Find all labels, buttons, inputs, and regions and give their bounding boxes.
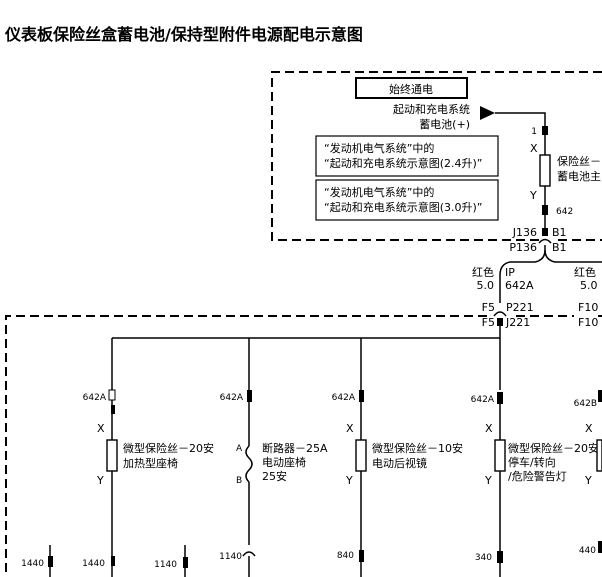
branch-3-x: X [346,422,354,435]
ref-1-line-2: “起动和充电系统示意图(2.4升)” [324,156,482,170]
page-title: 仪表板保险丝盒蓄电池/保持型附件电源配电示意图 [4,25,363,44]
splice-1140: 1140 [154,560,177,570]
main-fuse-icon [539,154,551,187]
branch-1-label-2: 加热型座椅 [123,456,178,470]
fuse-heated-seat-icon [106,439,118,472]
main-fuse-pin: 1 [531,127,537,137]
feed-left-circuit: 642A [505,279,534,292]
branch-1-label-1: 微型保险丝－20安 [123,441,214,455]
branch-3-in: 642A [332,393,356,403]
always-hot-box [355,77,468,99]
feed-right-size: 5.0 [580,279,598,292]
fuse-right-edge-icon [596,439,602,472]
branch-2-a: A [236,444,243,454]
always-hot-label: 始终通电 [389,82,433,96]
branch-heated-seat: 642A X 微型保险丝－20安 加热型座椅 Y [83,338,214,577]
ref-2-line-1: “发动机电气系统”中的 [324,185,434,199]
branch-4-in: 642A [471,395,495,405]
branch-4-label-2: 停车/转向 [508,455,556,469]
conn-j136-pin [542,228,548,236]
branch-right-edge: 642B X Y 440 [574,390,602,556]
branch-2-b: B [236,476,242,486]
branch-2-label-1: 断路器－25A [262,441,328,455]
branch-5-in: 642B [574,399,597,409]
branch-1-out: 1440 [82,559,105,569]
branch-4-x: X [485,422,493,435]
f10-bottom: F10 [578,316,598,329]
branch-2-label-3: 25安 [262,469,287,483]
branch-5-x: X [585,422,593,435]
conn-b1-top: B1 [552,226,567,239]
feed-wire-right [544,249,602,263]
fuse-mirror-icon [355,439,367,472]
ref-2-line-2: “起动和充电系统示意图(3.0升)” [324,200,482,214]
feed-left-size: 5.0 [477,279,495,292]
ref-box-2 [315,179,499,221]
conn-p136-arc [538,238,552,244]
lower-enclosure [5,315,487,577]
breaker-icon [245,445,253,483]
battery-arrow-icon [480,106,495,120]
conn-b1-bottom: B1 [552,241,567,254]
branch-3-y: Y [345,474,353,487]
main-fuse-label-1: 保险丝－ [557,154,601,168]
branch-1-in: 642A [83,393,107,403]
branch-mirror: 642A X 微型保险丝－10安 电动后视镜 Y 840 [332,338,463,577]
f5-bottom: F5 [482,316,495,329]
branch-3-out: 840 [337,551,354,561]
branch-1-x: X [97,422,105,435]
main-fuse-y: Y [529,189,537,202]
branch-5-y: Y [584,474,592,487]
branch-hazard: 642A X 微型保险丝－20安 停车/转向 /危险警告灯 Y 340 [471,338,599,577]
feed-wire-left [499,245,546,303]
ref-1-line-1: “发动机电气系统”中的 [324,141,434,155]
main-fuse-pin-top [542,126,548,135]
splice-1440: 1440 [21,559,44,569]
main-fuse-pin-bottom [542,205,548,215]
conn-j136: J136 [512,226,537,239]
lower-left-splices: 1440 1440 1140 [21,545,188,577]
branch-5-out: 440 [579,546,596,556]
feed-left-color: 红色 [472,265,494,279]
branch-3-label-1: 微型保险丝－10安 [372,441,463,455]
branch-3-label-2: 电动后视镜 [372,456,427,470]
feed-left-ip: IP [505,266,515,279]
feed-right-color: 红色 [574,265,596,279]
branch-2-label-2: 电动座椅 [262,455,306,469]
branch-4-out: 340 [475,553,492,563]
f10-top: F10 [578,301,598,314]
branch-2-in: 642A [220,393,244,403]
branch-1-y: Y [96,474,104,487]
ref-box-1 [315,135,499,177]
f5-arc [493,311,507,317]
main-fuse-x: X [530,142,538,155]
branch-2-out: 1140 [219,552,242,562]
battery-wire [495,112,546,126]
branch-power-seat: 642A A 断路器－25A 电动座椅 25安 B 1140 [219,338,328,577]
battery-label-1: 起动和充电系统 [393,102,470,116]
main-fuse-label-2: 蓄电池主 [557,170,601,183]
branch-4-label-1: 微型保险丝－20安 [508,441,599,455]
upper-enclosure [271,71,602,241]
battery-label-2: 蓄电池(+) [419,118,470,131]
branch-4-label-3: /危险警告灯 [508,469,567,483]
f5-top: F5 [482,301,495,314]
f5-j221: J221 [505,316,530,329]
fuse-hazard-icon [494,439,506,472]
conn-p136: P136 [509,241,537,254]
f5-p221: P221 [506,301,534,314]
main-fuse-circuit: 642 [556,207,573,217]
f5-pin [497,318,503,326]
branch-4-y: Y [484,474,492,487]
